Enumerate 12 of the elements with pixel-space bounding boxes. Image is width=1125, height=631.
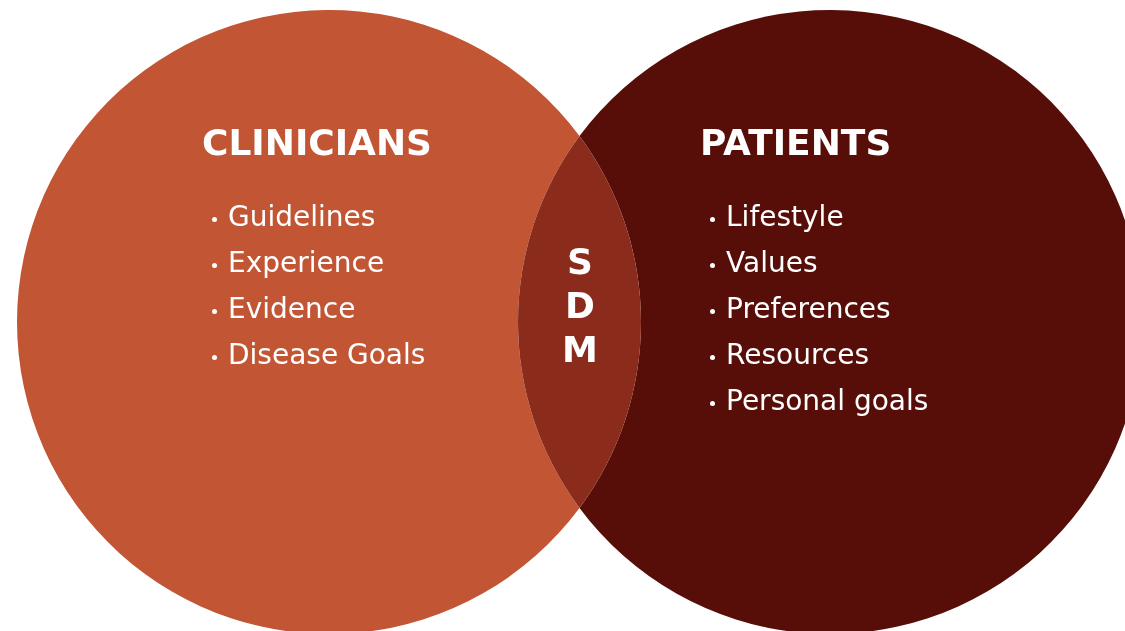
list-item: Preferences [726,292,891,325]
list-item: Evidence [228,292,356,325]
list-item: Guidelines [228,200,376,233]
list-item: Resources [726,338,869,371]
list-item: Lifestyle [726,200,844,233]
list-item: Disease Goals [228,338,426,371]
heading: PATIENTS [700,122,892,163]
overlap-label: SDM [562,240,598,372]
list-item: Experience [228,246,385,279]
list-item: Values [726,246,818,279]
heading: CLINICIANS [202,122,432,163]
list-item: Personal goals [726,384,929,417]
